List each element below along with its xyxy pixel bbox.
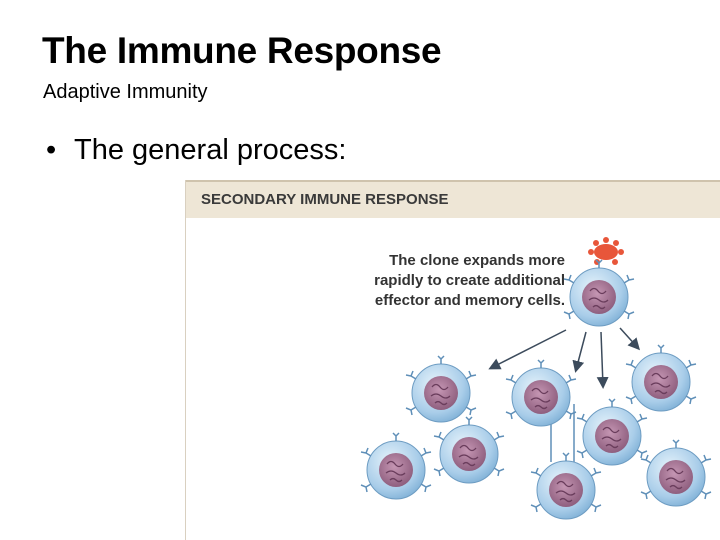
slide-subtitle: Adaptive Immunity: [43, 81, 208, 103]
parent-lymphocyte-icon: [563, 259, 635, 327]
antigen-icon: [588, 237, 624, 265]
cell-diagram: [360, 237, 712, 520]
lymphocyte-icon: [576, 398, 648, 466]
arrow-icon: [488, 329, 567, 370]
caption-line: effector and memory cells.: [374, 292, 565, 309]
secondary-immune-response-figure: SECONDARY IMMUNE RESPONSE The clone expa…: [185, 180, 720, 540]
arrow-icon: [572, 331, 587, 373]
arrow-icon: [619, 327, 641, 351]
slide-title: The Immune Response: [42, 30, 442, 71]
lymphocyte-icon: [433, 416, 505, 484]
caption-line: rapidly to create additional: [374, 272, 565, 289]
lymphocyte-icon: [625, 344, 697, 412]
lymphocyte-icon: [530, 452, 602, 520]
lymphocyte-icon: [405, 355, 477, 423]
figure-header: SECONDARY IMMUNE RESPONSE: [186, 180, 720, 218]
lymphocyte-icon: [360, 432, 432, 500]
arrow-icon: [596, 331, 609, 389]
bullet-text: The general process:: [74, 134, 347, 166]
figure-caption: The clone expands more rapidly to create…: [374, 251, 565, 311]
bullet-dot-icon: •: [46, 134, 57, 166]
bullet-item: • The general process:: [46, 134, 346, 167]
figure-header-label: SECONDARY IMMUNE RESPONSE: [201, 191, 449, 208]
lymphocyte-icon: [640, 439, 712, 507]
lymphocyte-icon: [505, 359, 577, 427]
expansion-arrows: [488, 327, 641, 462]
caption-line: The clone expands more: [389, 252, 565, 269]
clone-cells: [360, 344, 712, 520]
